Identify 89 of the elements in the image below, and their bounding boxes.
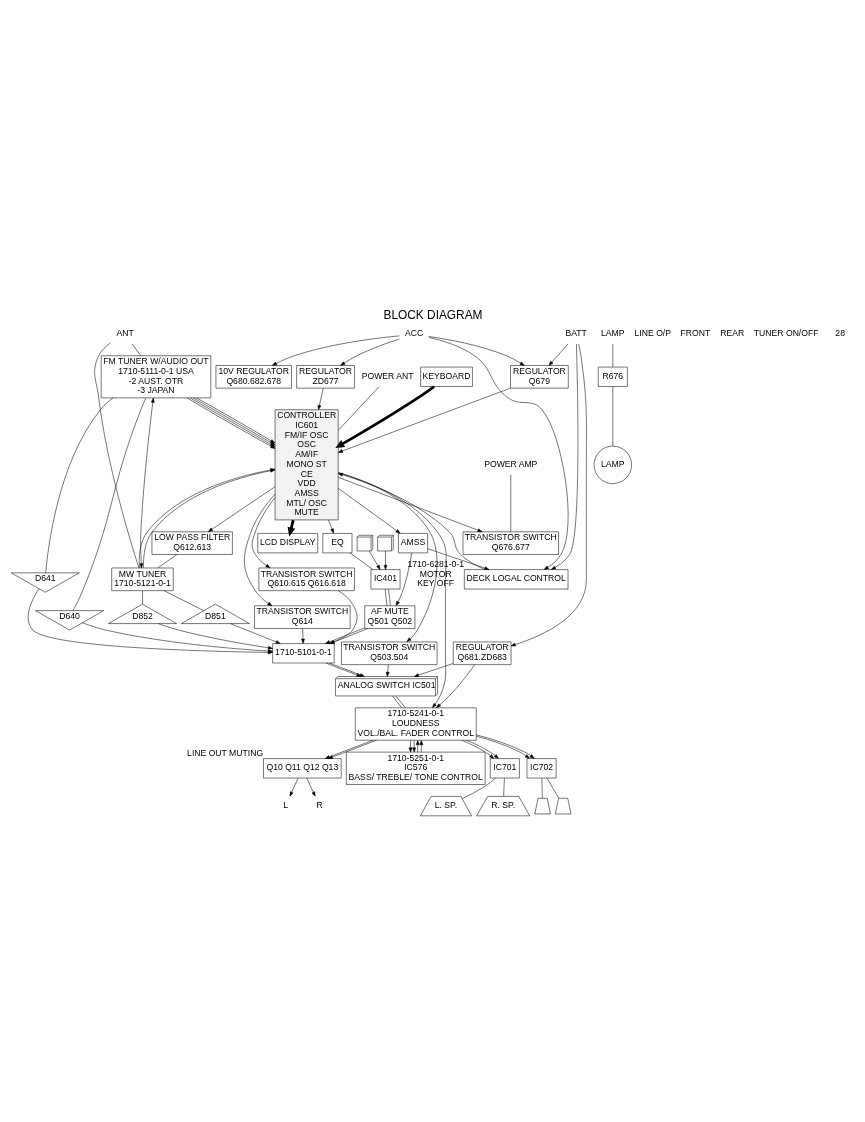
node-box: LCD DISPLAY: [257, 532, 318, 553]
node-box: REGULATOR ZD677: [295, 364, 355, 388]
node-label: MOTOR: [419, 568, 452, 579]
arrow: [550, 343, 578, 570]
node-circle: LAMP: [593, 445, 632, 484]
node-label: 1710-6281-0-1: [406, 558, 464, 569]
arrow: [548, 343, 568, 366]
connector: [93, 341, 139, 568]
arrow: [428, 336, 568, 570]
node-text: L: [282, 799, 288, 810]
arrow: [461, 739, 494, 759]
node-text: LAMP: [600, 327, 625, 338]
node-speaker: [554, 797, 571, 814]
arrow: [327, 519, 334, 533]
node-text: POWER AMP: [483, 458, 537, 469]
node-box: 1710-5101-0-1: [271, 642, 334, 663]
node-box: LOW PASS FILTER Q612.613: [151, 531, 233, 555]
arrow: [385, 664, 389, 677]
node-box: CONTROLLER IC601 FM/IF OSC OSC AM/IF MONO ST CE VDD AMSS MTL/ OSC MUTE: [274, 409, 338, 520]
arrow: [427, 547, 489, 570]
node-box: EQ: [322, 532, 352, 553]
arrow: [428, 335, 525, 366]
arrow: [251, 496, 275, 568]
node-box: IC401: [370, 568, 400, 589]
label: 28: [834, 327, 845, 338]
node-box: 10V REGULATOR Q680.682.678: [215, 364, 292, 388]
arrow: [413, 662, 453, 677]
arrow: [411, 739, 416, 752]
arrow: [337, 471, 437, 642]
node-box: TRANSISTOR SWITCH Q614: [253, 605, 350, 629]
node-box: TRANSISTOR SWITCH Q676.677: [462, 531, 559, 555]
node-box: TRANSISTOR SWITCH Q610.615 Q616.618: [258, 567, 355, 591]
node-box: AMSS: [397, 532, 428, 553]
node-box: IC702: [526, 757, 556, 778]
node-text: ANT: [116, 327, 134, 338]
arrow: [157, 622, 273, 650]
arrow: [243, 493, 275, 606]
node-box: IC701: [489, 757, 520, 778]
arrow: [465, 739, 499, 759]
node-box: 1710-5251-0-1 IC576 BASS/ TREBLE/ TONE CONTROL: [345, 751, 485, 785]
diagram-title: BLOCK DIAGRAM: [383, 307, 482, 322]
node-box: Q10 Q11 Q12 Q13: [262, 757, 341, 778]
connector: [44, 397, 113, 573]
node-box: KEYBOARD: [419, 366, 473, 387]
arrow: [337, 387, 511, 453]
arrow: [337, 472, 485, 570]
node-label: KEY OFF: [416, 577, 454, 588]
node-text: BATT: [564, 327, 587, 338]
label: REAR: [719, 327, 744, 338]
arrow: [229, 622, 281, 644]
node-box: 1710-5241-0-1 LOUDNESS VOL./BAL. FADER CONTROL: [354, 707, 476, 740]
node-box: AF MUTE Q501 Q502: [363, 605, 415, 629]
label: LINE O/P: [634, 327, 671, 338]
node-box: REGULATOR Q679: [509, 364, 569, 388]
connector: [349, 552, 373, 570]
arrow: [339, 338, 400, 366]
arrow: [317, 387, 323, 410]
arrow: [300, 627, 305, 644]
node-box: REGULATOR Q681.ZD683: [452, 641, 511, 665]
arrow: [305, 777, 315, 796]
node-label: LINE OUT MUTING: [186, 747, 263, 758]
arrow: [337, 487, 400, 534]
arrow: [337, 471, 446, 708]
node-text: R: [316, 799, 323, 810]
arrow: [383, 550, 387, 570]
arrow: [435, 664, 475, 708]
connector: [157, 553, 177, 568]
node-speaker: [534, 797, 551, 814]
arrow: [510, 343, 587, 646]
node-box: R676: [597, 366, 628, 387]
arrow: [395, 552, 412, 606]
arrow: [207, 486, 275, 532]
label: FRONT: [680, 327, 710, 338]
node-box: TRANSISTOR SWITCH Q503.504: [340, 641, 437, 665]
node-box: MW TUNER 1710-5121-0-1: [110, 567, 174, 591]
arrow: [337, 476, 482, 532]
arrow: [408, 739, 412, 752]
label: TUNER ON/OFF: [753, 327, 819, 338]
arrow: [139, 397, 155, 568]
node-text: ACC: [404, 327, 423, 338]
arrow: [368, 550, 380, 570]
node-text: POWER ANT: [361, 370, 414, 381]
arrow: [289, 777, 298, 796]
arrow: [415, 739, 420, 752]
arrow: [419, 739, 423, 752]
arrow: [271, 335, 400, 366]
node-box: DECK LOGAL CONTROL: [463, 568, 568, 589]
arrow: [334, 385, 435, 448]
node-box: FM TUNER W/AUDIO OUT 1710-5111-0-1 USA -2 AUST. OTR -3 JAPAN: [100, 355, 211, 398]
